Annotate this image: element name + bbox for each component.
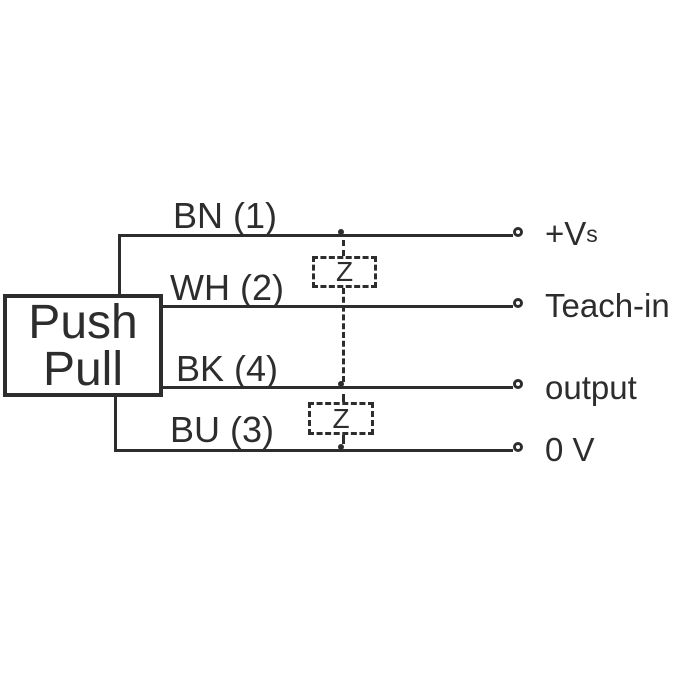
terminal-circle-teach-in [513, 298, 523, 308]
dashed-link-z1-to-bk [342, 288, 345, 382]
terminal-label-0v: 0 V [545, 431, 595, 468]
junction-dot-bk [338, 381, 344, 387]
junction-dot-bn [338, 229, 344, 235]
wire-bu-vertical [114, 397, 117, 452]
terminal-label-teach-in: Teach-in [545, 287, 670, 324]
dashed-link-bn-to-z1 [342, 240, 345, 256]
zener-label-2: Z [332, 402, 350, 434]
terminal-circle-0v [513, 442, 523, 452]
wire-bu-horizontal [114, 449, 513, 452]
zener-box-2: Z [308, 402, 374, 435]
zener-box-1: Z [312, 256, 377, 288]
terminal-circle-vs [513, 227, 523, 237]
dashed-link-z2-to-bu [342, 435, 345, 444]
device-label-line2: Pull [42, 342, 124, 396]
terminal-label-vs-main: +V [545, 215, 587, 252]
wire-bn-horizontal [118, 234, 513, 237]
wire-wh-horizontal [163, 305, 513, 308]
wire-label-bk: BK (4) [176, 348, 279, 389]
device-box: Push Pull [3, 294, 163, 397]
terminal-label-output: output [545, 369, 637, 406]
wire-bk-horizontal [163, 386, 513, 389]
junction-dot-bu [338, 444, 344, 450]
zener-label-1: Z [335, 256, 354, 287]
wire-label-bu: BU (3) [170, 409, 275, 450]
dashed-link-bk-to-z2 [342, 394, 345, 402]
wire-label-wh: WH (2) [170, 267, 284, 308]
device-label-line1: Push [28, 295, 138, 349]
terminal-circle-output [513, 379, 523, 389]
terminal-label-vs-subscript: s [586, 220, 598, 247]
wire-bn-vertical [118, 234, 121, 296]
wire-label-bn: BN (1) [173, 195, 278, 236]
